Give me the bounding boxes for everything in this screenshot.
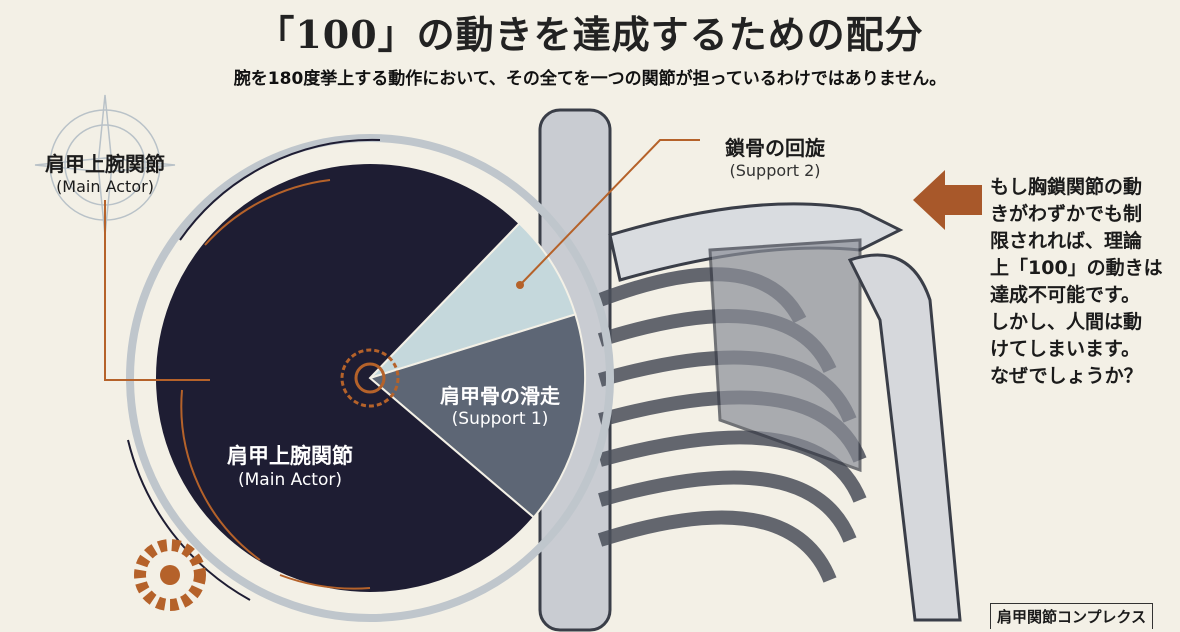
- gear-icon: [134, 539, 206, 611]
- label-name: 肩甲上腕関節: [227, 444, 353, 468]
- text-line: なぜでしょうか？: [990, 365, 1143, 387]
- text-line: きがわずかでも制: [990, 203, 1143, 225]
- label-name: 鎖骨の回旋: [725, 136, 825, 160]
- label-main-inner: 肩甲上腕関節 (Main Actor): [200, 440, 380, 490]
- label-role: (Support 1): [451, 409, 549, 429]
- text-line: しかし、人間は動: [990, 311, 1143, 333]
- text-line: 上「100」の動きは: [990, 257, 1163, 279]
- pie-slice: [369, 221, 577, 379]
- label-name: 肩甲上腕関節: [45, 152, 165, 176]
- label-role: (Main Actor): [56, 177, 154, 196]
- center-gear-icon: [340, 348, 400, 408]
- label-role: (Support 2): [729, 161, 821, 180]
- pie-slice: [154, 162, 536, 594]
- label-support1: 肩甲骨の滑走 (Support 1): [420, 380, 580, 429]
- leader-line-main: [104, 200, 210, 381]
- range-ring: [126, 134, 614, 622]
- label-name: 肩甲骨の滑走: [440, 384, 560, 408]
- label-role: (Main Actor): [238, 470, 342, 490]
- subtitle: 腕を180度挙上する動作において、その全てを一つの関節が担っているわけではありま…: [233, 69, 947, 89]
- label-support2: 鎖骨の回旋 (Support 2): [700, 132, 850, 180]
- text-line: 達成不可能です。: [990, 284, 1141, 306]
- text-line: 限されれば、理論: [990, 230, 1143, 252]
- rotation-arrows: [180, 179, 371, 590]
- label-main-outer: 肩甲上腕関節 (Main Actor): [20, 148, 190, 196]
- corner-label: 肩甲関節コンプレクス: [990, 603, 1154, 629]
- skeleton-illustration: [538, 108, 962, 632]
- page-title: 「100」の動きを達成するための配分: [256, 12, 924, 57]
- pie-chart: [154, 162, 586, 594]
- left-arrow-icon: [913, 170, 982, 230]
- text-line: けてしまいます。: [990, 338, 1141, 360]
- pie-slice: [367, 313, 586, 519]
- leader-line-support2: [519, 139, 700, 286]
- question-text: もし胸鎖関節の動 きがわずかでも制 限されれば、理論 上「100」の動きは 達成…: [990, 174, 1175, 390]
- text-line: もし胸鎖関節の動: [990, 176, 1143, 198]
